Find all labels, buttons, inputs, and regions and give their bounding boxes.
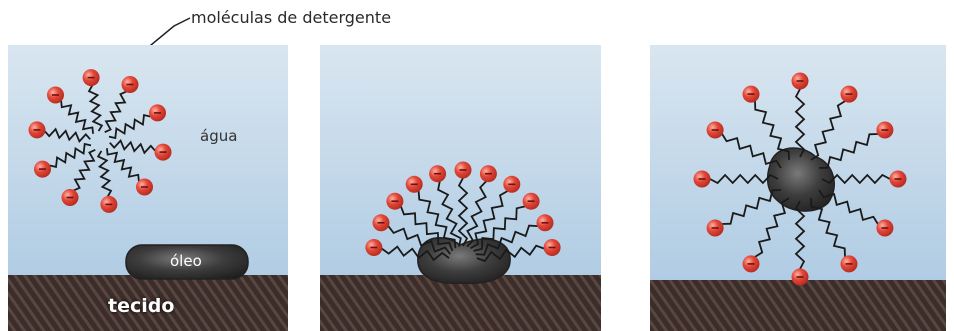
detergent-tail <box>810 198 846 257</box>
detergent-tail <box>721 133 782 169</box>
detergent-tail <box>60 100 94 134</box>
detergent-tail <box>754 101 790 160</box>
detergent-tail <box>754 197 790 258</box>
detergent-tail <box>470 190 508 249</box>
detergent-tail <box>96 150 113 197</box>
detergent-tail <box>400 206 454 252</box>
panel-3 <box>650 45 946 331</box>
detergent-tail <box>457 177 469 247</box>
detergent-tail <box>49 142 92 168</box>
detergent-tail <box>87 85 104 132</box>
fabric-region <box>320 275 601 331</box>
callout-label: moléculas de detergente <box>191 8 392 27</box>
detergent-tail <box>44 127 91 144</box>
detergent-tail <box>387 225 452 255</box>
oil-label: óleo <box>170 252 202 270</box>
detergent-tail <box>476 244 545 263</box>
detergent-attached <box>365 161 561 263</box>
panel-3-canvas <box>650 45 946 331</box>
detergent-tail <box>73 148 96 192</box>
detergent-tail <box>417 191 457 249</box>
panel-2 <box>320 45 601 331</box>
oil-drop <box>766 147 835 212</box>
water-label: água <box>200 127 238 145</box>
detergent-tail <box>819 133 878 169</box>
panel-1-canvas <box>8 45 288 331</box>
detergent-tail <box>475 224 538 256</box>
detergent-tail <box>473 205 526 252</box>
detergent-tail <box>106 148 140 182</box>
detergent-tail <box>818 189 879 225</box>
fabric-region <box>8 275 288 331</box>
detergent-tail <box>709 173 779 185</box>
detergent-tail <box>466 180 487 248</box>
detergent-tail <box>381 245 450 262</box>
oil-drop <box>125 244 249 280</box>
panel-2-canvas <box>320 45 601 331</box>
detergent-tail <box>109 138 156 155</box>
panel-1: água óleo tecido <box>8 45 288 331</box>
detergent-tail <box>722 189 781 225</box>
fabric-region <box>650 280 946 331</box>
detergent-tail <box>794 200 806 270</box>
detergent-tail <box>810 100 846 161</box>
detergent-micelle <box>28 69 172 213</box>
detergent-tail <box>108 114 151 140</box>
detergent-tail <box>104 90 127 134</box>
detergent-tail <box>794 88 806 158</box>
detergent-tail <box>821 173 891 185</box>
fabric-label: tecido <box>108 295 175 317</box>
detergent-enclosed <box>693 72 907 286</box>
detergent-tail <box>437 181 462 247</box>
